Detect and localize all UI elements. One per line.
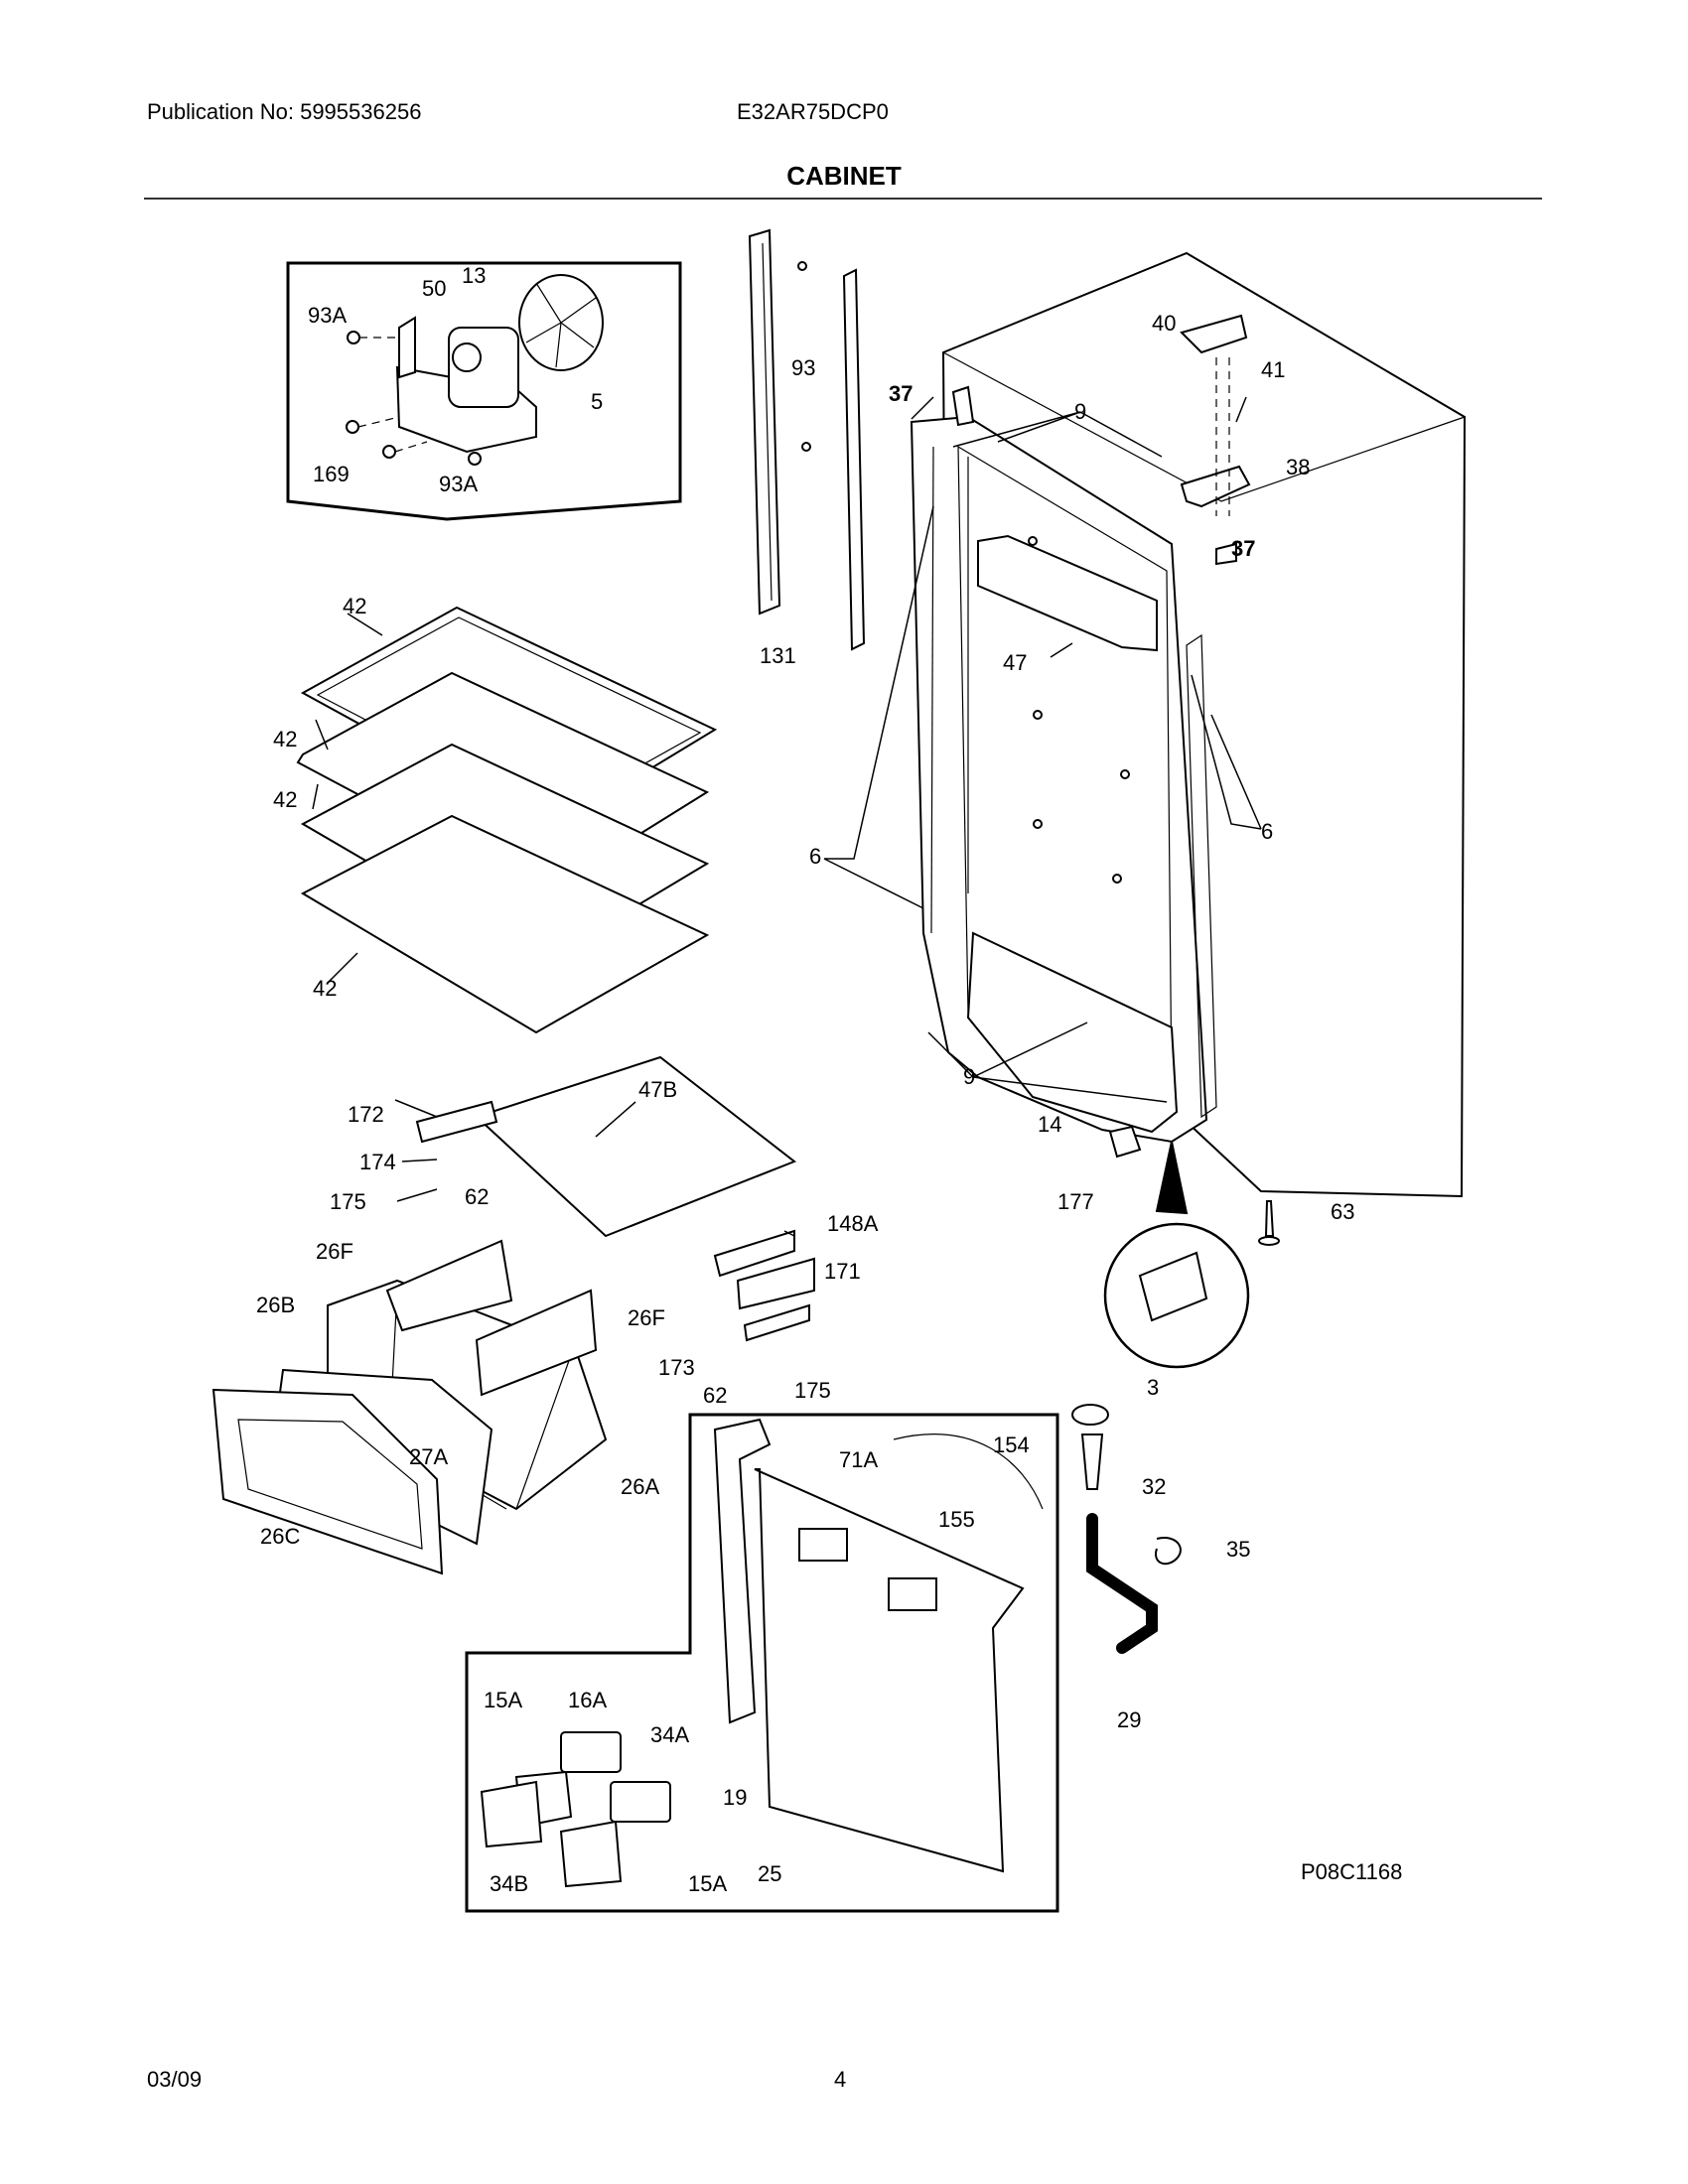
crisper-divider-2 bbox=[475, 1289, 598, 1397]
callout-label: 6 bbox=[809, 844, 821, 869]
light-lens-1 bbox=[480, 1780, 543, 1848]
callout-label: 169 bbox=[313, 462, 350, 486]
callout-label: 26F bbox=[628, 1305, 665, 1330]
glass-shelves bbox=[296, 606, 718, 1034]
callout-label: 71A bbox=[839, 1447, 878, 1472]
callout-label: 50 bbox=[422, 276, 446, 301]
callout-label: 6 bbox=[1261, 819, 1273, 844]
callout-label: 34B bbox=[490, 1871, 528, 1896]
air-vent-part bbox=[977, 534, 1158, 652]
callout-label: 19 bbox=[723, 1785, 747, 1810]
callout-label: 13 bbox=[462, 263, 486, 288]
callout-label: 42 bbox=[273, 727, 297, 751]
callout-label: 34A bbox=[650, 1722, 689, 1747]
leveling-leg-part bbox=[1264, 1200, 1275, 1237]
callout-label: 177 bbox=[1057, 1189, 1094, 1214]
callout-label: 35 bbox=[1226, 1537, 1250, 1562]
callout-label: 42 bbox=[343, 594, 366, 618]
callout-label: 175 bbox=[330, 1189, 366, 1214]
diagram-code: P08C1168 bbox=[1301, 1859, 1402, 1884]
callout-label: 173 bbox=[658, 1355, 695, 1380]
callout-label: 155 bbox=[938, 1507, 975, 1532]
callout-label: 93 bbox=[791, 355, 815, 380]
callout-label: 41 bbox=[1261, 357, 1285, 382]
drain-hose-part bbox=[1086, 1513, 1158, 1654]
light-shield-part bbox=[754, 1468, 1025, 1873]
drain-cap-part bbox=[1071, 1404, 1109, 1426]
callout-label: 62 bbox=[703, 1383, 727, 1408]
crisper-assembly bbox=[211, 1055, 815, 1575]
gasket-strip-part bbox=[713, 1418, 772, 1724]
callout-label: 37 bbox=[889, 381, 913, 406]
section-title: CABINET bbox=[786, 161, 902, 191]
callout-label: 15A bbox=[688, 1871, 727, 1896]
callout-label: 25 bbox=[758, 1861, 781, 1886]
publication-number: Publication No: 5995536256 bbox=[147, 99, 422, 124]
callout-label: 15A bbox=[484, 1688, 522, 1712]
callout-label: 38 bbox=[1286, 455, 1310, 479]
callout-label: 27A bbox=[409, 1444, 448, 1469]
callout-label: 40 bbox=[1152, 311, 1176, 336]
callout-label: 26A bbox=[621, 1474, 659, 1499]
callout-label: 175 bbox=[794, 1378, 831, 1403]
callout-label: 3 bbox=[1147, 1375, 1159, 1400]
fan-motor-inset bbox=[286, 261, 682, 521]
callout-label: 9 bbox=[1074, 399, 1086, 424]
page-number: 4 bbox=[834, 2067, 847, 2092]
light-cover-inset bbox=[465, 1413, 1059, 1913]
callout-label: 131 bbox=[760, 643, 796, 668]
callout-label: 47 bbox=[1003, 650, 1027, 675]
fan-blade-part bbox=[518, 274, 604, 371]
callout-label: 5 bbox=[591, 389, 603, 414]
callout-label: 42 bbox=[313, 976, 337, 1001]
callout-label: 9 bbox=[963, 1064, 975, 1089]
callout-label: 29 bbox=[1117, 1707, 1141, 1732]
callout-label: 63 bbox=[1331, 1199, 1354, 1224]
callout-label: 154 bbox=[993, 1433, 1030, 1457]
drain-tube-part bbox=[1080, 1433, 1104, 1490]
callout-labels: 50 13 93A 5 169 93A 93 131 37 37 9 9 40 … bbox=[256, 263, 1402, 1896]
crisper-cover-glass bbox=[475, 1055, 796, 1238]
shelf-rails bbox=[748, 228, 866, 651]
callout-label: 42 bbox=[273, 787, 297, 812]
hinge-cover-part bbox=[1180, 314, 1248, 354]
callout-label: 16A bbox=[568, 1688, 607, 1712]
cabinet-body bbox=[823, 251, 1467, 1369]
callout-label: 32 bbox=[1142, 1474, 1166, 1499]
callout-label: 14 bbox=[1038, 1112, 1061, 1137]
callout-label: 47B bbox=[638, 1077, 677, 1102]
callout-label: 174 bbox=[359, 1150, 396, 1174]
switch-part bbox=[1108, 1125, 1142, 1159]
callout-label: 171 bbox=[824, 1259, 861, 1284]
light-lens-2 bbox=[559, 1820, 623, 1888]
callout-label: 37 bbox=[1231, 536, 1255, 561]
callout-label: 93A bbox=[308, 303, 347, 328]
crisper-divider-1 bbox=[385, 1239, 513, 1332]
callout-label: 26C bbox=[260, 1524, 300, 1549]
drain-assembly bbox=[1071, 1404, 1182, 1654]
crisper-face-part bbox=[211, 1388, 444, 1575]
callout-label: 62 bbox=[465, 1184, 489, 1209]
callout-label: 26F bbox=[316, 1239, 353, 1264]
callout-label: 93A bbox=[439, 472, 478, 496]
callout-label: 148A bbox=[827, 1211, 879, 1236]
header-divider bbox=[144, 198, 1542, 200]
callout-label: 172 bbox=[348, 1102, 384, 1127]
model-number: E32AR75DCP0 bbox=[737, 99, 889, 124]
callout-label: 26B bbox=[256, 1293, 295, 1317]
footer-date: 03/09 bbox=[147, 2067, 203, 2092]
